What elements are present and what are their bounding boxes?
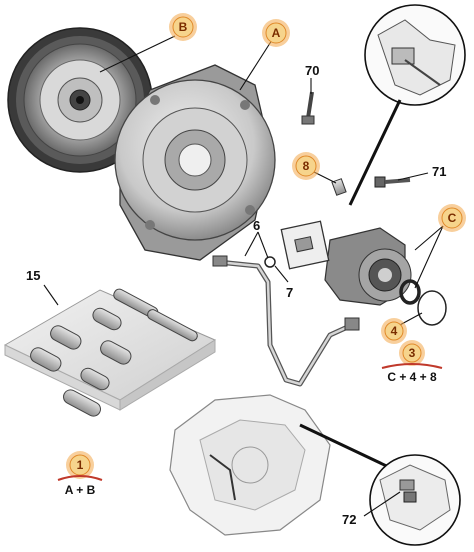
bolt-71 <box>374 176 411 188</box>
kit-formula-3-text: C + 4 + 8 <box>387 370 437 384</box>
part-number-72: 72 <box>342 512 356 527</box>
bushing-kit-box <box>3 288 217 417</box>
badge-1-label: 1 <box>77 458 84 472</box>
badge-C: C <box>438 204 466 232</box>
part-number-71: 71 <box>432 164 446 179</box>
pressure-plate <box>114 64 276 261</box>
badge-3-label: 3 <box>409 346 416 360</box>
badge-B-label: B <box>179 20 188 34</box>
part-number-70: 70 <box>305 63 319 78</box>
zoom-inset-bottom <box>369 454 461 546</box>
part-number-6: 6 <box>253 218 260 233</box>
badge-3: 3 <box>399 340 425 366</box>
leader-lines <box>43 35 444 517</box>
badge-A-label: A <box>272 26 281 40</box>
bolt-70 <box>301 91 315 125</box>
kit-formula-3: C + 4 + 8 <box>381 363 443 384</box>
badge-A: A <box>262 19 290 47</box>
release-bearing-slave-cylinder <box>324 227 412 306</box>
part-number-7: 7 <box>286 285 293 300</box>
badge-C-label: C <box>448 211 457 225</box>
badge-4: 4 <box>381 318 407 344</box>
part-number-15: 15 <box>26 268 40 283</box>
seal-ring <box>399 279 421 305</box>
gearbox <box>169 394 396 536</box>
connector-detail <box>280 220 330 270</box>
pin-8 <box>331 178 347 196</box>
kit-formula-1-text: A + B <box>65 483 96 497</box>
o-ring-4 <box>417 290 447 326</box>
badge-8-label: 8 <box>303 159 310 173</box>
badge-B: B <box>169 13 197 41</box>
kit-formula-1: A + B <box>57 475 103 497</box>
badge-1: 1 <box>66 451 94 479</box>
badge-4-label: 4 <box>391 324 398 338</box>
zoom-inset-top <box>348 4 466 206</box>
badge-8: 8 <box>292 152 320 180</box>
hydraulic-pipe <box>212 255 360 387</box>
